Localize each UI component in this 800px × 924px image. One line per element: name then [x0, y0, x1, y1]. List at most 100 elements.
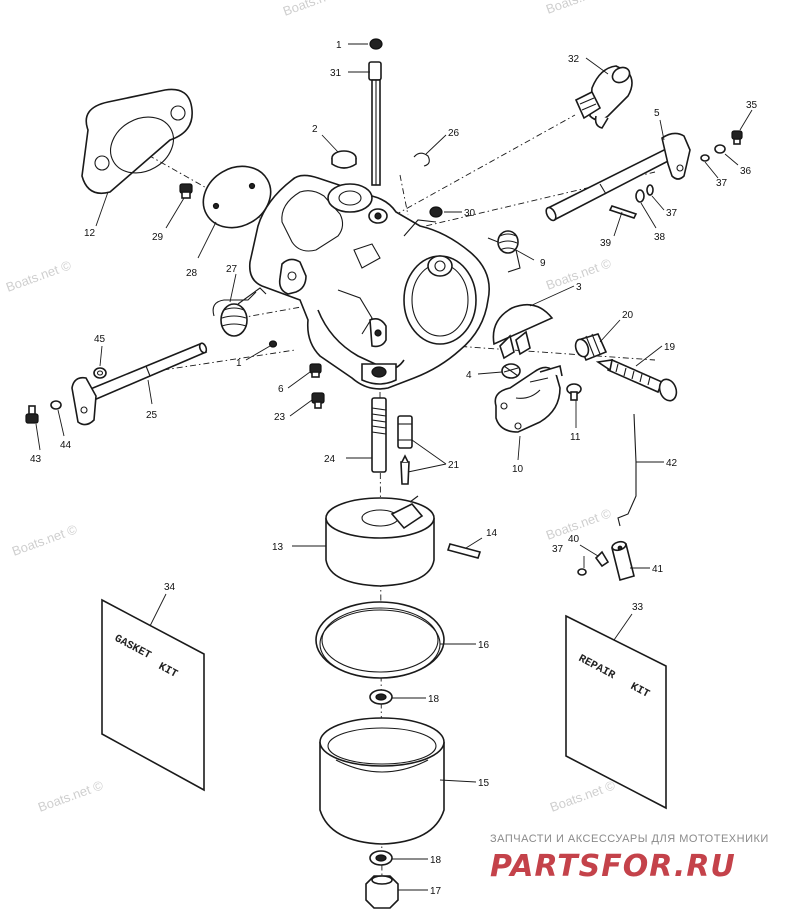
part-23-screw: [311, 392, 325, 409]
callout-6: 6: [278, 384, 284, 395]
part-31-rod: [368, 61, 382, 186]
callout-18: 18: [430, 855, 442, 866]
callout-12: 12: [84, 228, 96, 239]
callout-labels: 1 31 2 26 30 32 5 35 36 37 37 38 39 12 2…: [30, 40, 758, 897]
watermark: Boats.net ©: [36, 777, 106, 815]
part-32-fitting: [574, 65, 633, 129]
part-6-jet: [309, 363, 322, 378]
callout-44: 44: [60, 440, 72, 451]
part-42-link-rod: [617, 413, 637, 527]
callout-17: 17: [430, 886, 442, 897]
leader-lines: [35, 43, 753, 891]
callout-34: 34: [164, 582, 176, 593]
callout-29: 29: [152, 232, 164, 243]
part-20-bushing: [574, 333, 608, 362]
watermark: Boats.net ©: [10, 521, 80, 559]
callout-36: 36: [740, 166, 752, 177]
callout-30: 30: [464, 208, 476, 219]
part-37-washer: [646, 184, 654, 196]
part-1-check-ball-lower: [268, 340, 278, 348]
part-38-ring: [635, 189, 645, 203]
callout-26: 26: [448, 128, 460, 139]
part-24-main-nozzle: [371, 397, 387, 473]
callout-21: 21: [448, 460, 460, 471]
part-41-sleeve: [611, 540, 635, 581]
watermark: Boats.net ©: [544, 0, 614, 17]
part-21-needle-seat: [397, 415, 413, 485]
part-33-repair-kit: REPAIR KIT: [565, 614, 667, 810]
callout-37: 37: [666, 208, 678, 219]
part-30-screw: [429, 206, 443, 218]
callout-2: 2: [312, 124, 318, 135]
callout-25: 25: [146, 410, 158, 421]
callout-35: 35: [746, 100, 758, 111]
callout-42: 42: [666, 458, 678, 469]
brand-logo: ЗАПЧАСТИ И АКСЕССУАРЫ ДЛЯ МОТОТЕХНИКИ PA…: [490, 833, 769, 884]
part-40-pin: [594, 550, 610, 568]
callout-11: 11: [570, 432, 581, 443]
callout-10: 10: [512, 464, 524, 475]
part-10-choke-lever: [494, 364, 563, 433]
callout-1-lower: 1: [236, 358, 242, 369]
part-11-screw: [566, 383, 582, 401]
callout-4: 4: [466, 370, 472, 381]
part-17-bowl-nut: [365, 875, 399, 909]
part-26-clip: [413, 152, 430, 167]
part-19-needle-screw: [595, 358, 678, 402]
callout-37: 37: [552, 544, 564, 555]
part-15-float-bowl: [319, 717, 445, 845]
part-14-float-pin: [446, 543, 482, 559]
part-39-pin: [608, 205, 638, 219]
callout-3: 3: [576, 282, 582, 293]
callout-23: 23: [274, 412, 286, 423]
part-43-screw: [25, 405, 39, 424]
watermark: Boats.net ©: [548, 777, 618, 815]
part-27-torsion-spring: [212, 287, 267, 337]
part-18-washer: [369, 689, 393, 705]
part-5-throttle-shaft: [545, 132, 691, 222]
callout-40: 40: [568, 534, 580, 545]
part-3-choke-plate: [492, 303, 554, 360]
callout-43: 43: [30, 454, 42, 465]
part-28-throttle-plate: [202, 165, 272, 229]
part-25-choke-shaft: [71, 342, 208, 426]
part-1-check-ball: [369, 38, 383, 50]
callout-19: 19: [664, 342, 676, 353]
part-29-screw: [179, 183, 193, 199]
part-13-float: [325, 495, 435, 587]
callout-38: 38: [654, 232, 666, 243]
callout-45: 45: [94, 334, 106, 345]
callout-20: 20: [622, 310, 634, 321]
callout-15: 15: [478, 778, 490, 789]
part-4-spring: [501, 363, 521, 379]
callout-39: 39: [600, 238, 612, 249]
part-37-washer: [700, 154, 710, 162]
callout-18: 18: [428, 694, 440, 705]
part-37-washer: [577, 568, 587, 576]
callout-16: 16: [478, 640, 490, 651]
carburetor-body: [248, 174, 490, 390]
part-34-gasket-kit: GASKET KIT: [101, 598, 205, 792]
watermark: Boats.net ©: [281, 0, 351, 19]
callout-37: 37: [716, 178, 728, 189]
part-2-plug: [331, 150, 357, 169]
brand-name: PARTSFOR.RU: [490, 849, 736, 884]
callout-27: 27: [226, 264, 238, 275]
part-35-screw: [731, 130, 743, 145]
watermark: Boats.net ©: [4, 257, 74, 295]
brand-tagline: ЗАПЧАСТИ И АКСЕССУАРЫ ДЛЯ МОТОТЕХНИКИ: [490, 833, 769, 845]
callout-31: 31: [330, 68, 342, 79]
callout-24: 24: [324, 454, 336, 465]
part-18-washer: [369, 850, 393, 866]
part-45-nut: [93, 367, 107, 379]
part-16-bowl-gasket: [315, 601, 445, 679]
callout-41: 41: [652, 564, 664, 575]
part-9-spring: [487, 230, 521, 273]
callout-28: 28: [186, 268, 198, 279]
part-44-washer: [50, 400, 62, 410]
callout-14: 14: [486, 528, 498, 539]
part-36-nut: [714, 144, 726, 154]
callout-1: 1: [336, 40, 342, 51]
